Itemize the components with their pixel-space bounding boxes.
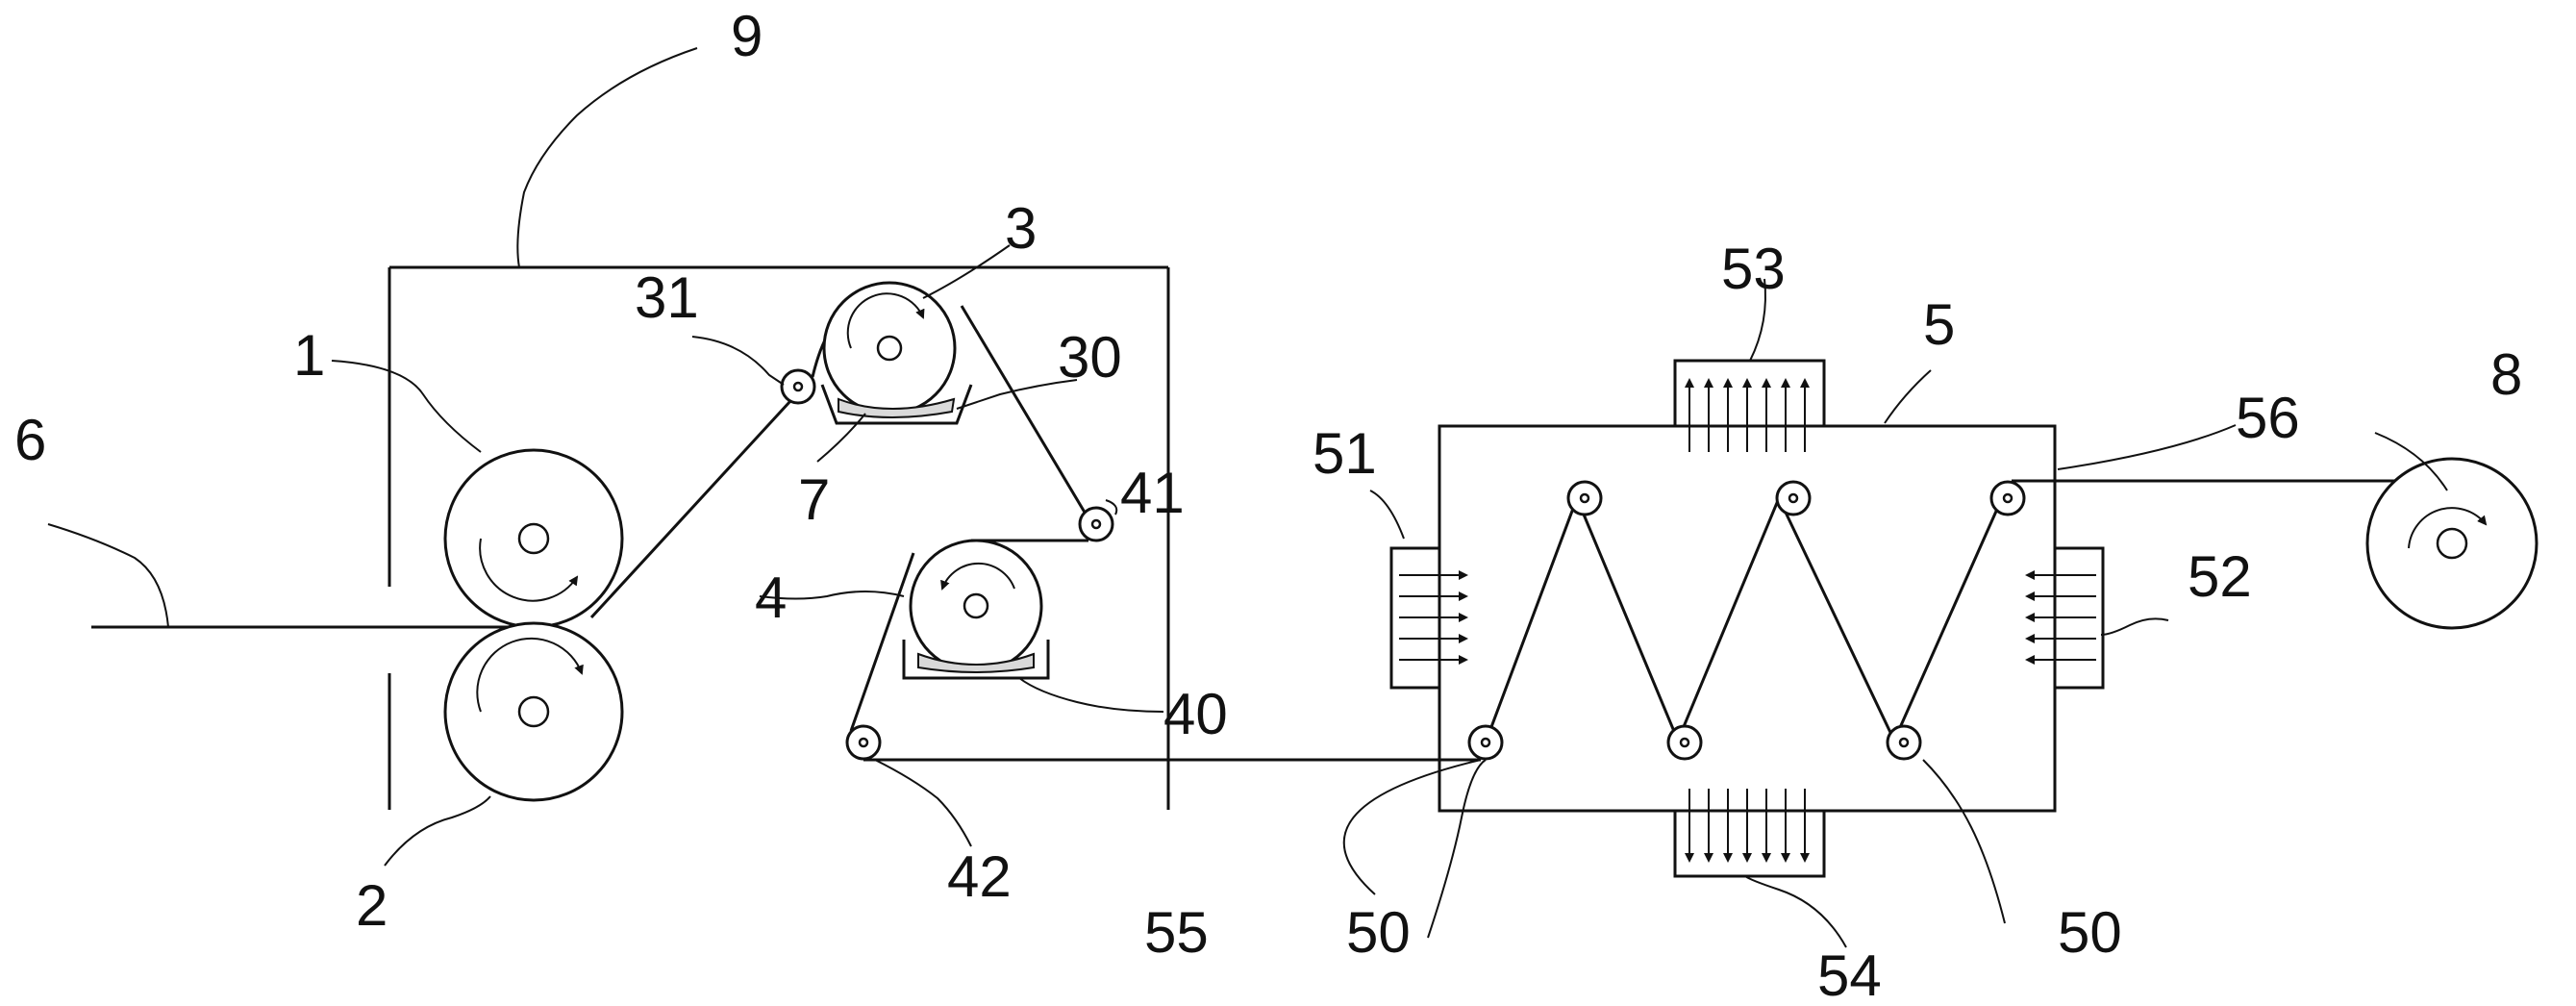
- label-4: 4: [755, 566, 787, 630]
- guide-roll-41: [1078, 506, 1114, 542]
- label-54: 54: [1817, 943, 1882, 1006]
- heater-52: [2025, 546, 2105, 690]
- exhaust-54: [1673, 789, 1826, 878]
- label-50-right: 50: [2058, 900, 2122, 965]
- label-30: 30: [1058, 325, 1122, 390]
- labels: 9 3 31 1 30 6 7 41 4 40 2 42 53 5 51 56 …: [14, 4, 2522, 1006]
- label-9: 9: [731, 4, 763, 68]
- label-31: 31: [635, 265, 699, 330]
- label-7: 7: [798, 467, 830, 532]
- take-up-roll-8: [2365, 457, 2538, 630]
- leader-lines: [47, 47, 2448, 948]
- label-40: 40: [1163, 682, 1228, 746]
- label-51: 51: [1313, 421, 1377, 486]
- label-1: 1: [293, 323, 325, 388]
- label-8: 8: [2490, 342, 2522, 407]
- roll-4: [909, 539, 1043, 673]
- label-6: 6: [14, 408, 46, 472]
- tray-40: [902, 640, 1050, 680]
- label-50-left: 50: [1346, 900, 1411, 965]
- label-53: 53: [1721, 237, 1786, 301]
- tray-30: [820, 384, 973, 425]
- label-41: 41: [1120, 461, 1185, 525]
- label-55: 55: [1144, 900, 1209, 965]
- oven-rolls: [1467, 480, 2026, 761]
- label-2: 2: [356, 873, 388, 938]
- roll-3: [822, 281, 957, 415]
- label-42: 42: [947, 844, 1012, 909]
- label-52: 52: [2188, 544, 2252, 609]
- label-56: 56: [2236, 386, 2300, 450]
- guide-roll-42: [845, 724, 882, 761]
- guide-roll-31: [780, 368, 816, 405]
- exhaust-53: [1673, 359, 1826, 452]
- label-5: 5: [1923, 292, 1955, 357]
- roll-2: [443, 621, 624, 802]
- film-web-path: [91, 305, 2452, 762]
- roll-1: [443, 448, 624, 629]
- heater-51: [1389, 546, 1468, 690]
- label-3: 3: [1005, 196, 1037, 261]
